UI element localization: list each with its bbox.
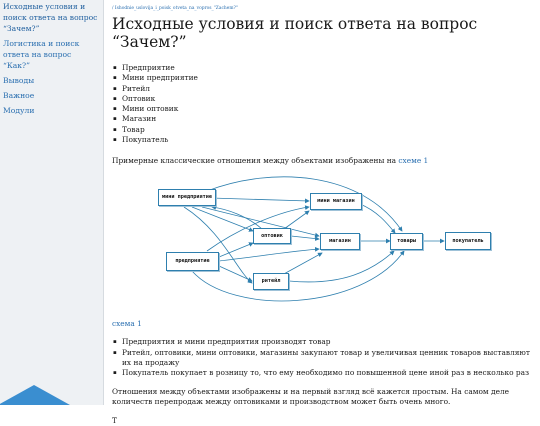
sidebar-item-logistics[interactable]: Логистика и поиск ответа на вопрос “Как?… [3,38,100,71]
list-item: Покупатель покупает в розницу то, что ем… [113,368,532,379]
diagram-arrows [183,176,445,302]
sidebar-link-important[interactable]: Важное [3,91,35,100]
scroll-top-icon[interactable] [0,385,70,405]
breadcrumb[interactable]: / Ishodnie_uslovija_i_poisk_otveta_na_vo… [112,6,238,11]
sidebar-item-conclusions[interactable]: Выводы [3,75,100,86]
sidebar: Исходные условия и поиск ответа на вопро… [0,0,104,405]
list-item: Ритейл, оптовики, мини оптовики, магазин… [113,348,532,369]
node-wholesaler: оптовик [253,227,291,244]
sidebar-item-modules[interactable]: Модули [3,105,100,116]
list-item: Магазин [113,114,532,125]
sidebar-link-conclusions[interactable]: Выводы [3,76,35,85]
sidebar-link-initial-conditions[interactable]: Исходные условия и поиск ответа на вопро… [3,2,98,33]
list-item: Товар [113,125,532,136]
list-item: Покупатель [113,135,532,146]
sidebar-link-logistics[interactable]: Логистика и поиск ответа на вопрос “Как?… [3,39,80,70]
main-content: / Ishodnie_uslovija_i_poisk_otveta_na_vo… [112,0,532,426]
objects-list: Предприятие Мини предприятие Ритейл Опто… [112,63,532,146]
node-buyer: покупатель [445,231,491,250]
relations-diagram: мини предприятие мини магазин оптовик ма… [112,171,492,311]
node-mini-enterprise: мини предприятие [158,188,216,206]
list-item: Мини предприятие [113,73,532,84]
sidebar-item-important[interactable]: Важное [3,90,100,101]
scheme-link[interactable]: схеме 1 [398,156,429,166]
node-mini-store: мини магазин [310,192,362,210]
cut-off-paragraph: Т [112,415,117,425]
list-item: Оптовик [113,94,532,105]
sidebar-item-initial-conditions[interactable]: Исходные условия и поиск ответа на вопро… [3,1,100,34]
intro-paragraph: Примерные классические отношения между о… [112,156,532,167]
relations-list: Предприятия и мини предприятия производя… [112,337,532,378]
diagram-caption: схема 1 [112,319,532,330]
scheme-caption-link[interactable]: схема 1 [112,318,142,328]
node-enterprise: предприятие [166,251,219,271]
list-item: Предприятия и мини предприятия производя… [113,337,532,348]
list-item: Ритейл [113,84,532,95]
sidebar-link-modules[interactable]: Модули [3,106,35,115]
node-store: магазин [320,232,360,250]
list-item: Предприятие [113,63,532,74]
page-title: Исходные условия и поиск ответа на вопро… [112,15,478,51]
list-item: Мини оптовик [113,104,532,115]
intro-text: Примерные классические отношения между о… [112,156,399,166]
summary-paragraph: Отношения между объектами изображены и н… [112,386,510,407]
node-goods: товары [390,232,423,250]
node-retail: ритейл [253,272,289,290]
